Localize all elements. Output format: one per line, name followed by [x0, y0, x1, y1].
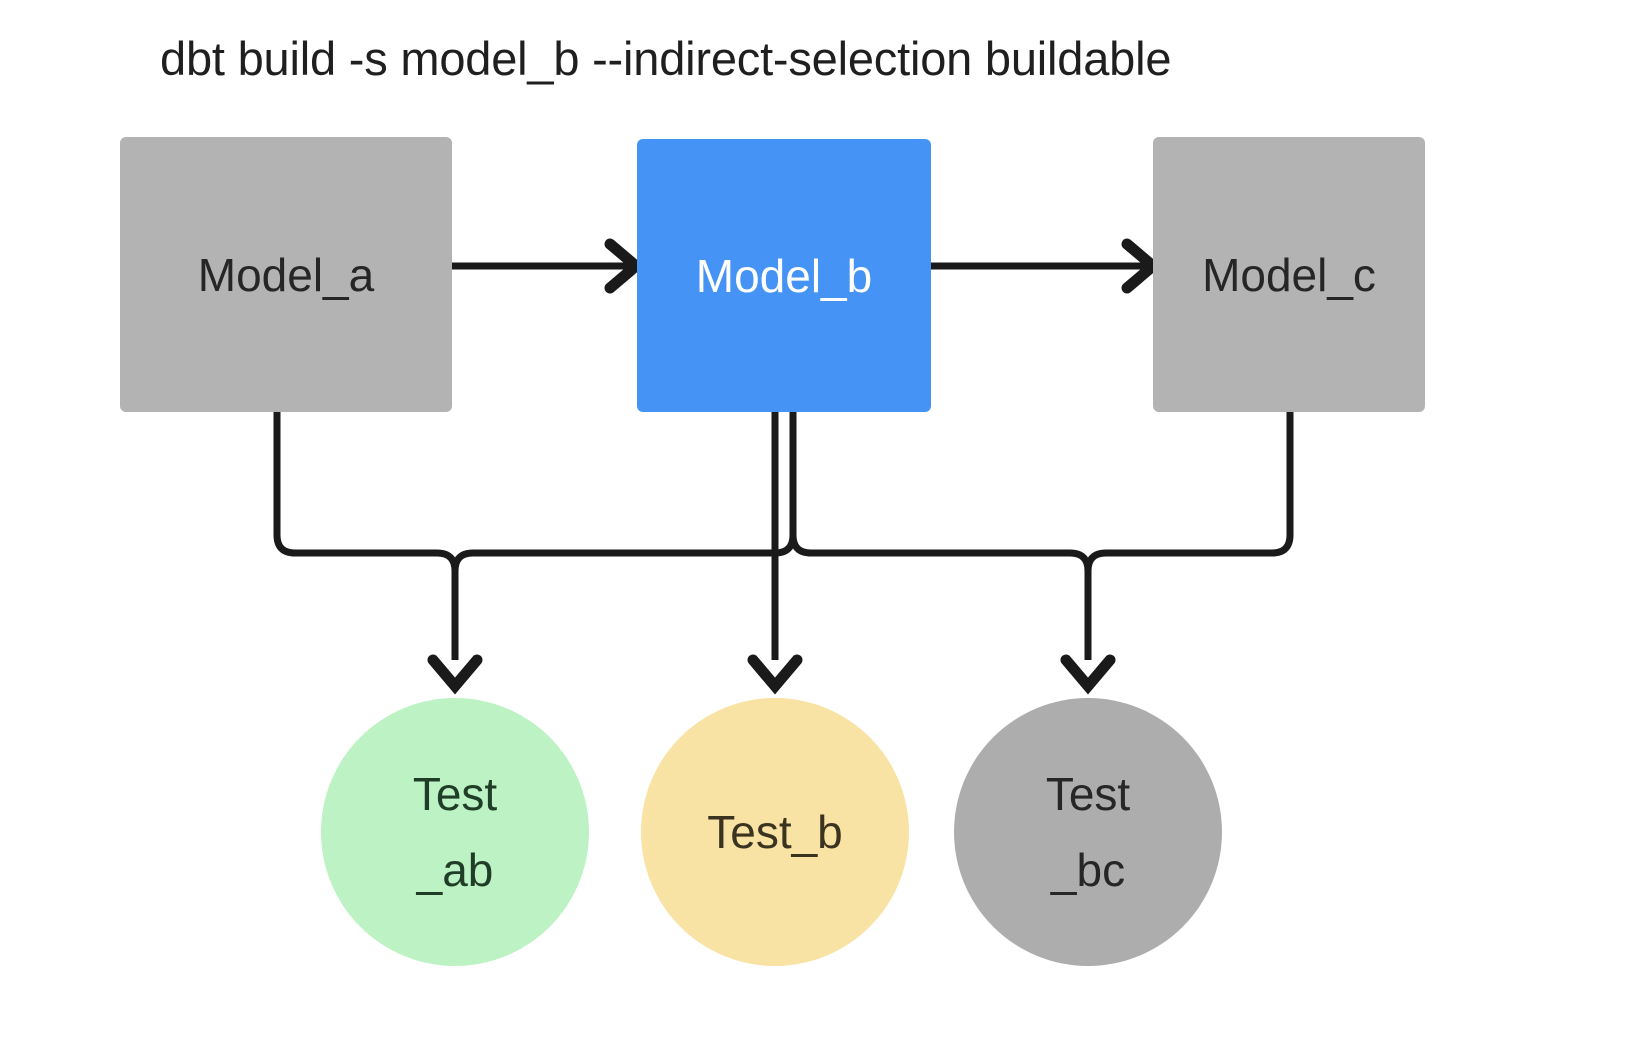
edge-model-a-to-model-b [452, 244, 636, 288]
node-test-ab-label-line-2: _ab [416, 844, 494, 896]
edge-model-b-to-test-bc [789, 412, 1110, 686]
node-model-b[interactable]: Model_b [637, 139, 931, 412]
node-test-b-label-line-1: Test_b [707, 806, 843, 858]
edge-model-b-to-test-b [753, 412, 797, 686]
edge-model-b-to-test-ab [451, 412, 797, 572]
node-test-bc-label-line-1: Test [1045, 768, 1131, 820]
node-model-c-label: Model_c [1202, 248, 1376, 301]
node-model-c[interactable]: Model_c [1153, 137, 1425, 412]
node-test-ab[interactable]: Test _ab [321, 698, 589, 966]
node-model-b-label: Model_b [695, 249, 873, 302]
edge-model-c-to-test-bc [1084, 412, 1294, 572]
node-test-bc-label-line-2: _bc [1050, 844, 1126, 896]
node-model-a[interactable]: Model_a [120, 137, 452, 412]
edge-model-b-to-model-c [931, 244, 1153, 288]
node-test-ab-label-line-1: Test [412, 768, 498, 820]
node-model-a-label: Model_a [197, 248, 375, 301]
edge-model-a-to-test-ab [273, 412, 477, 686]
node-test-b[interactable]: Test_b [641, 698, 909, 966]
node-test-bc[interactable]: Test _bc [954, 698, 1222, 966]
diagram-title: dbt build -s model_b --indirect-selectio… [160, 32, 1172, 85]
